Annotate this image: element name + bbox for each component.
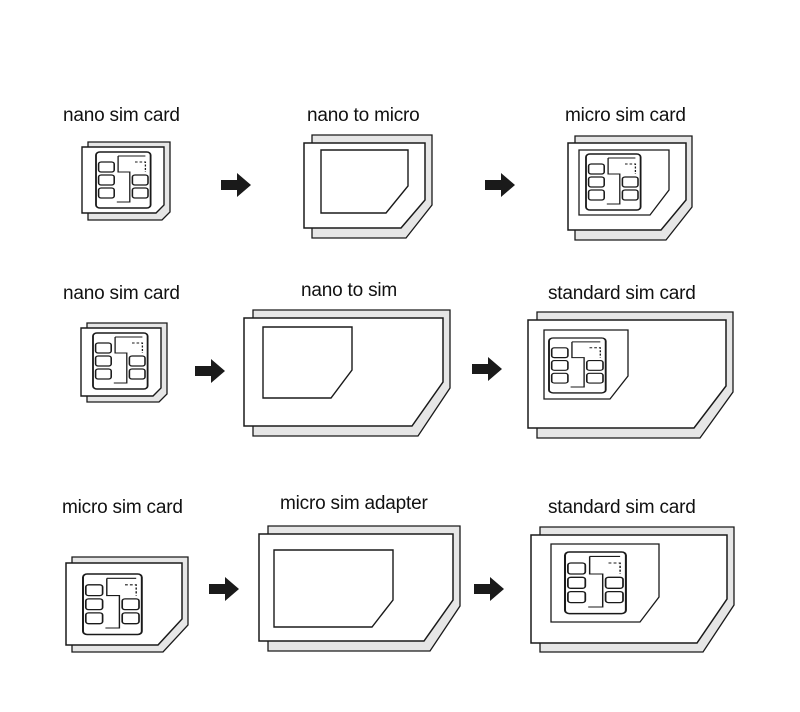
right-arrow-icon xyxy=(195,359,225,383)
micro-sim-card-1 xyxy=(567,135,693,241)
label-row3-micro-sim: micro sim card xyxy=(62,497,183,518)
standard-sim-card-1 xyxy=(527,311,734,439)
label-row2-standard-sim: standard sim card xyxy=(548,283,696,304)
label-row3-standard-sim: standard sim card xyxy=(548,497,696,518)
right-arrow-icon xyxy=(221,173,251,197)
label-row2-nano-sim: nano sim card xyxy=(63,283,180,304)
right-arrow-icon xyxy=(485,173,515,197)
sim-chip-icon xyxy=(585,153,642,211)
label-row3-micro-sim-adapter: micro sim adapter xyxy=(280,493,428,514)
nano-to-micro-adapter xyxy=(303,134,433,239)
nano-sim-card-2 xyxy=(80,322,168,403)
label-row2-nano-to-sim: nano to sim xyxy=(301,280,398,301)
standard-sim-card-2 xyxy=(530,526,735,653)
sim-chip-icon xyxy=(95,151,152,209)
right-arrow-icon xyxy=(209,577,239,601)
sim-chip-icon xyxy=(548,337,607,394)
nano-to-sim-adapter xyxy=(243,309,451,437)
label-row1-nano-sim: nano sim card xyxy=(63,105,180,126)
micro-sim-card-2 xyxy=(65,556,189,653)
sim-chip-icon xyxy=(92,332,149,390)
label-row1-micro-sim: micro sim card xyxy=(565,105,686,126)
sim-chip-icon xyxy=(82,573,143,636)
nano-sim-card-1 xyxy=(81,141,171,221)
sim-chip-icon xyxy=(563,550,627,615)
right-arrow-icon xyxy=(472,357,502,381)
micro-sim-adapter xyxy=(258,525,461,652)
right-arrow-icon xyxy=(474,577,504,601)
label-row1-nano-to-micro: nano to micro xyxy=(307,105,420,126)
